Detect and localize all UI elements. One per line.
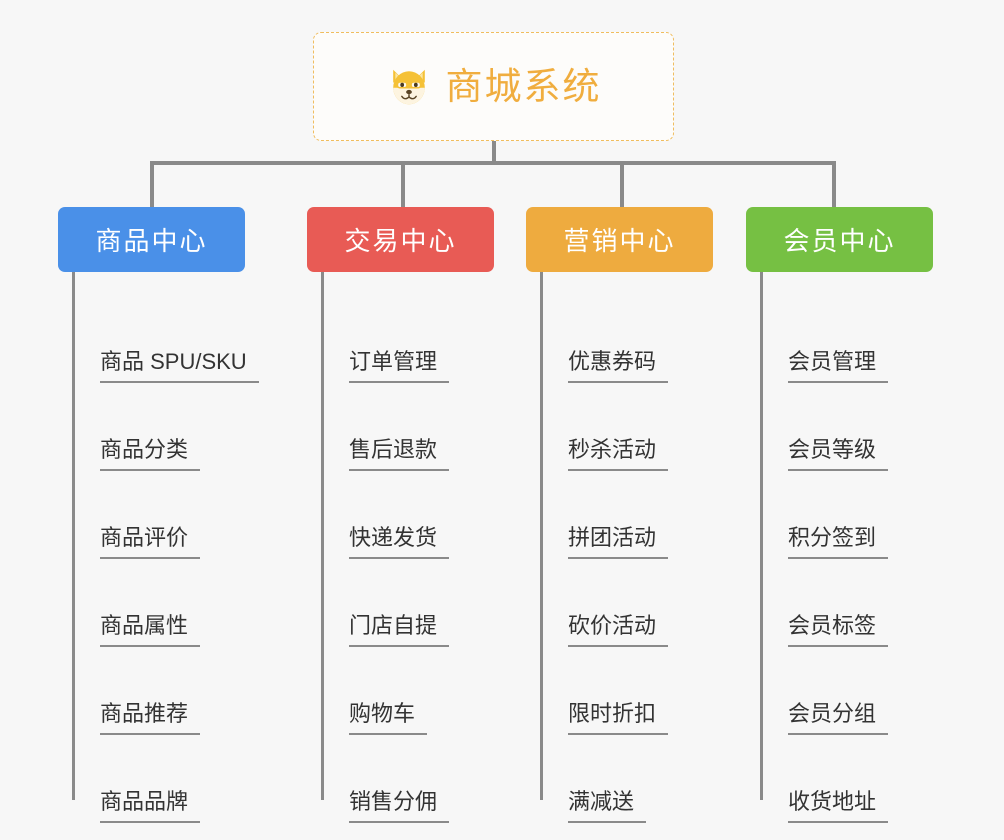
column-product-center: 商品中心 商品 SPU/SKU 商品分类 商品评价 商品属性 商品推荐 商品品牌 [58,207,259,823]
list-item-label: 购物车 [349,701,428,735]
list-item-label: 快递发货 [349,525,450,559]
list-item-label: 商品属性 [100,613,201,647]
list-item-label: 售后退款 [349,437,450,471]
category-header-label: 会员中心 [783,226,896,256]
list-item-label: 商品分类 [100,437,201,471]
list-item[interactable]: 会员管理 [746,295,933,383]
list-item[interactable]: 商品推荐 [58,647,245,735]
list-item-label: 会员标签 [788,613,889,647]
list-item-label: 销售分佣 [349,789,450,823]
category-header-label: 营销中心 [563,226,676,256]
list-item[interactable]: 商品属性 [58,559,245,647]
column-marketing-center: 营销中心 优惠券码 秒杀活动 拼团活动 砍价活动 限时折扣 满减送 [526,207,713,823]
connector-drop-1 [150,161,154,209]
list-item-label: 商品 SPU/SKU [100,349,259,383]
list-item[interactable]: 优惠券码 [526,295,713,383]
list-item-label: 门店自提 [349,613,450,647]
list-item-label: 秒杀活动 [568,437,669,471]
category-header-product-center[interactable]: 商品中心 [58,207,245,272]
category-header-marketing-center[interactable]: 营销中心 [526,207,713,272]
list-item-label: 会员管理 [788,349,889,383]
item-list: 商品 SPU/SKU 商品分类 商品评价 商品属性 商品推荐 商品品牌 [58,272,259,823]
list-item-label: 优惠券码 [568,349,669,383]
root-node-label: 商城系统 [445,66,602,107]
item-list: 优惠券码 秒杀活动 拼团活动 砍价活动 限时折扣 满减送 [526,272,713,823]
list-item[interactable]: 门店自提 [307,559,494,647]
list-item[interactable]: 会员分组 [746,647,933,735]
list-item[interactable]: 快递发货 [307,471,494,559]
list-item[interactable]: 商品 SPU/SKU [58,295,259,383]
list-item[interactable]: 限时折扣 [526,647,713,735]
list-item[interactable]: 商品评价 [58,471,245,559]
list-item[interactable]: 会员等级 [746,383,933,471]
connector-root-stem [492,141,496,165]
list-item[interactable]: 购物车 [307,647,494,735]
list-item-label: 商品品牌 [100,789,201,823]
column-trade-center: 交易中心 订单管理 售后退款 快递发货 门店自提 购物车 销售分佣 [307,207,494,823]
connector-horizontal-bus [150,161,834,165]
item-list: 会员管理 会员等级 积分签到 会员标签 会员分组 收货地址 [746,272,933,823]
list-item[interactable]: 砍价活动 [526,559,713,647]
connector-column-trunk [72,272,75,800]
root-node-mall-system[interactable]: 商城系统 [313,32,674,141]
list-item[interactable]: 销售分佣 [307,735,494,823]
list-item[interactable]: 收货地址 [746,735,933,823]
list-item[interactable]: 售后退款 [307,383,494,471]
shiba-dog-icon [392,69,425,104]
category-header-label: 交易中心 [344,226,457,256]
connector-drop-4 [832,161,836,209]
list-item-label: 满减送 [568,789,647,823]
list-item[interactable]: 商品品牌 [58,735,245,823]
category-header-member-center[interactable]: 会员中心 [746,207,933,272]
list-item[interactable]: 会员标签 [746,559,933,647]
connector-drop-3 [620,161,624,209]
category-header-label: 商品中心 [95,226,208,256]
list-item-label: 砍价活动 [568,613,669,647]
list-item-label: 限时折扣 [568,701,669,735]
list-item-label: 商品推荐 [100,701,201,735]
list-item-label: 积分签到 [788,525,889,559]
list-item[interactable]: 拼团活动 [526,471,713,559]
connector-drop-2 [401,161,405,209]
item-list: 订单管理 售后退款 快递发货 门店自提 购物车 销售分佣 [307,272,494,823]
list-item[interactable]: 商品分类 [58,383,245,471]
list-item[interactable]: 满减送 [526,735,713,823]
connector-column-trunk [760,272,763,800]
connector-column-trunk [540,272,543,800]
list-item-label: 拼团活动 [568,525,669,559]
list-item[interactable]: 秒杀活动 [526,383,713,471]
list-item-label: 订单管理 [349,349,450,383]
list-item-label: 会员分组 [788,701,889,735]
list-item-label: 商品评价 [100,525,201,559]
list-item-label: 收货地址 [788,789,889,823]
list-item[interactable]: 订单管理 [307,295,494,383]
column-member-center: 会员中心 会员管理 会员等级 积分签到 会员标签 会员分组 收货地址 [746,207,933,823]
list-item-label: 会员等级 [788,437,889,471]
connector-column-trunk [321,272,324,800]
category-header-trade-center[interactable]: 交易中心 [307,207,494,272]
list-item[interactable]: 积分签到 [746,471,933,559]
